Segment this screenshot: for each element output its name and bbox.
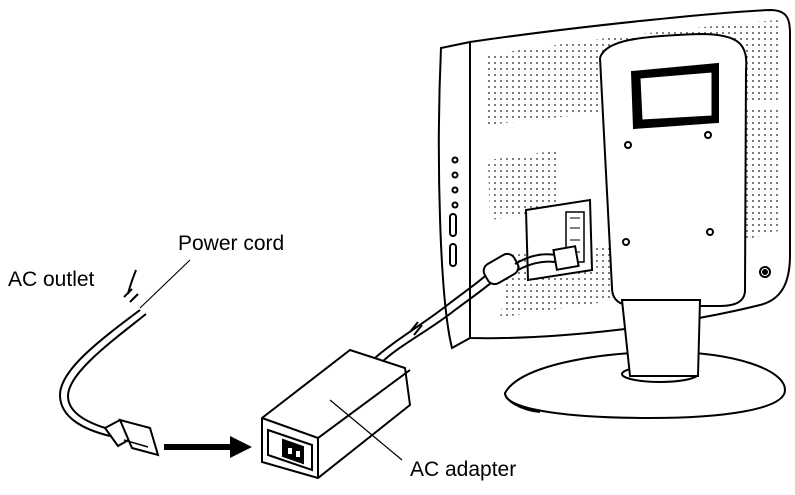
power-cord bbox=[58, 269, 160, 457]
power-cord-leader bbox=[139, 259, 191, 309]
arrow-right-icon bbox=[164, 436, 252, 458]
ac-adapter-leader bbox=[329, 399, 403, 461]
ac-adapter-label: AC adapter bbox=[410, 458, 517, 481]
power-cord-label: Power cord bbox=[178, 232, 285, 255]
ac-adapter bbox=[261, 348, 412, 480]
dc-cable bbox=[374, 245, 580, 363]
stand-arm bbox=[598, 32, 748, 377]
ac-outlet-label: AC outlet bbox=[8, 268, 95, 291]
leader-lines bbox=[139, 259, 403, 461]
